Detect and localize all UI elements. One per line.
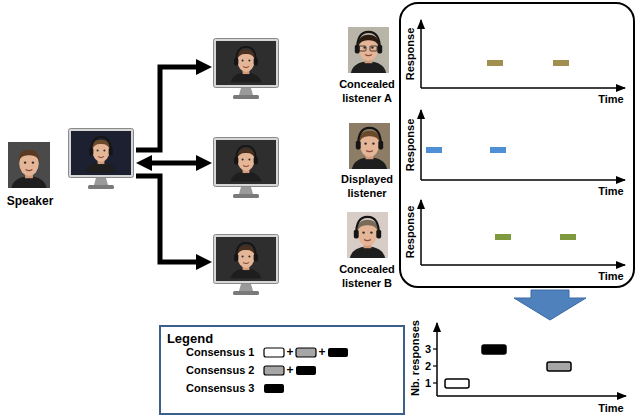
speaker-on-screen bbox=[231, 245, 262, 278]
video-link-arrow bbox=[136, 67, 200, 150]
photo-background bbox=[348, 27, 389, 73]
legend-sample bbox=[264, 348, 284, 357]
consensus-bar bbox=[482, 345, 506, 354]
speaker-monitor bbox=[69, 129, 134, 190]
glasses bbox=[359, 46, 366, 51]
listener-face bbox=[352, 131, 387, 169]
response-bar bbox=[495, 234, 511, 240]
plot-label: 2 bbox=[425, 360, 431, 373]
participant-label: Displayed listener bbox=[335, 172, 399, 200]
plot-label: Time bbox=[598, 270, 623, 283]
plot-label: + bbox=[286, 364, 293, 377]
legend-entry: Consensus 2 bbox=[186, 363, 254, 377]
legend-sample bbox=[296, 366, 316, 375]
axis-title: Response bbox=[404, 28, 417, 81]
plot-label: + bbox=[318, 346, 325, 359]
plot-label: 3 bbox=[425, 343, 431, 356]
response-bar bbox=[487, 60, 503, 66]
speaker-face bbox=[11, 150, 46, 188]
listener-photo bbox=[349, 123, 390, 169]
monitor bbox=[214, 39, 279, 100]
plot-label: 1 bbox=[425, 377, 431, 390]
headphones bbox=[234, 243, 258, 262]
response-plot bbox=[421, 20, 625, 88]
listener-face bbox=[350, 220, 385, 258]
y-axis bbox=[436, 323, 438, 396]
speaker-photo bbox=[8, 142, 50, 188]
x-axis bbox=[421, 179, 625, 181]
participant-group: Speaker bbox=[4, 126, 136, 212]
listener-photo bbox=[347, 212, 388, 258]
screen-background bbox=[71, 131, 131, 175]
listener-photo bbox=[348, 27, 389, 73]
axis-title: Nb. responses bbox=[409, 320, 422, 396]
consensus-bar bbox=[547, 362, 571, 371]
x-axis bbox=[421, 87, 625, 89]
listener-monitor bbox=[214, 138, 279, 199]
headphones bbox=[356, 128, 383, 150]
axis-title: Response bbox=[404, 206, 417, 259]
plot-label: + bbox=[286, 346, 293, 359]
connectors bbox=[136, 67, 200, 262]
speaker-on-screen bbox=[231, 148, 262, 181]
speaker-on-screen bbox=[231, 49, 262, 82]
plot-label: Legend bbox=[167, 332, 213, 345]
y-axis bbox=[420, 110, 422, 180]
x-axis bbox=[437, 395, 626, 397]
legend-sample bbox=[264, 366, 284, 375]
headphones bbox=[355, 32, 382, 54]
participant-label: Concealed listener A bbox=[335, 77, 399, 105]
response-plot bbox=[421, 200, 625, 265]
response-bar bbox=[560, 234, 576, 240]
participant-group: Displayed listener bbox=[212, 118, 401, 204]
photo-background bbox=[8, 142, 50, 188]
y-axis bbox=[420, 200, 422, 265]
response-bar bbox=[553, 60, 569, 66]
legend-sample bbox=[296, 348, 316, 357]
headphones bbox=[234, 47, 258, 66]
monitor bbox=[214, 235, 279, 296]
headphones bbox=[354, 217, 381, 239]
consensus-plot bbox=[433, 323, 626, 396]
participant-label: Speaker bbox=[4, 194, 56, 208]
listener-face bbox=[351, 35, 386, 73]
legend-swatch bbox=[264, 384, 284, 393]
participant-group: Concealed listener B bbox=[212, 208, 401, 296]
plot-label: Time bbox=[598, 185, 623, 198]
x-axis bbox=[421, 264, 625, 266]
listener-on-screen bbox=[86, 139, 117, 172]
participant-group: Concealed listener A bbox=[212, 30, 401, 112]
response-bar bbox=[490, 147, 506, 153]
tick bbox=[433, 365, 437, 366]
listener-monitor bbox=[214, 235, 279, 296]
response-plot bbox=[421, 110, 625, 180]
tick bbox=[433, 348, 437, 349]
listener-monitor bbox=[214, 39, 279, 100]
headphones bbox=[89, 137, 113, 156]
headphones bbox=[234, 146, 258, 165]
legend-box bbox=[160, 326, 404, 414]
tick bbox=[433, 382, 437, 383]
axis-title: Response bbox=[404, 119, 417, 172]
consensus-bar bbox=[445, 379, 469, 388]
video-link-arrow bbox=[148, 161, 200, 166]
y-axis bbox=[420, 20, 422, 88]
legend-sample bbox=[328, 348, 348, 357]
photo-background bbox=[347, 212, 388, 258]
legend-entry: Consensus 1 bbox=[186, 345, 254, 359]
summary-arrow bbox=[514, 290, 586, 320]
response-panel bbox=[400, 3, 634, 287]
monitor bbox=[214, 138, 279, 199]
monitor bbox=[69, 129, 134, 190]
video-link-arrow bbox=[136, 176, 200, 262]
plot-label: Time bbox=[598, 93, 623, 106]
response-bar bbox=[426, 147, 442, 153]
participant-label: Concealed listener B bbox=[335, 262, 399, 290]
glasses bbox=[370, 46, 377, 51]
photo-background bbox=[349, 123, 390, 169]
plot-label: Time bbox=[598, 402, 623, 415]
legend-entry: Consensus 3 bbox=[186, 381, 254, 395]
